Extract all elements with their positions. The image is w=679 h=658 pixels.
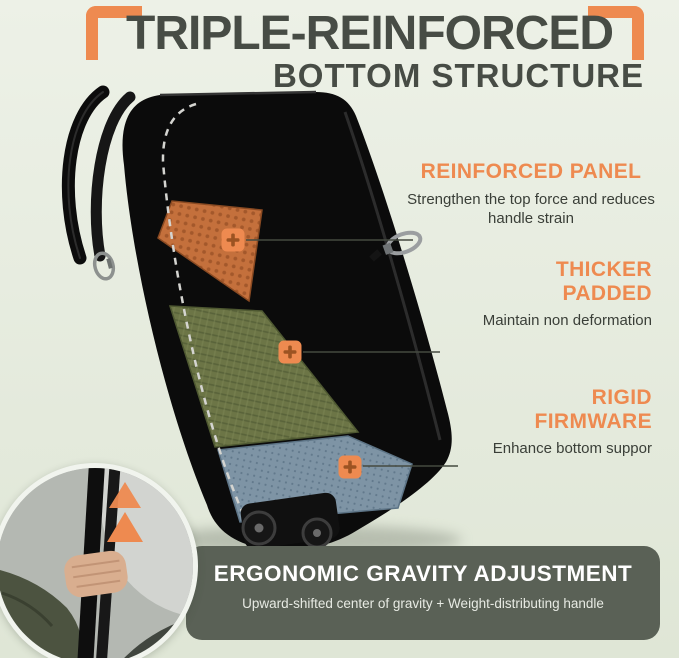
banner-subtitle: Upward-shifted center of gravity + Weigh… bbox=[242, 596, 604, 611]
corner-bracket-right-icon bbox=[588, 6, 644, 60]
layer-thicker-padded bbox=[168, 305, 360, 448]
callout-desc: Maintain non deformation bbox=[482, 312, 652, 330]
inset-photo-content bbox=[0, 468, 193, 658]
callout-title: REINFORCED PANEL bbox=[420, 160, 642, 183]
callout-title: THICKER PADDED bbox=[555, 258, 652, 305]
bottom-banner: ERGONOMIC GRAVITY ADJUSTMENT Upward-shif… bbox=[186, 546, 660, 640]
plus-marker-3-icon bbox=[338, 455, 362, 479]
bag-top-edge-highlight bbox=[159, 90, 317, 97]
page-title: TRIPLE-REINFORCED bbox=[126, 7, 614, 60]
callout-reinforced-panel: REINFORCED PANEL Strengthen the top forc… bbox=[402, 160, 660, 228]
bag-side-crease bbox=[343, 111, 442, 441]
callout-rigid-firmware: RIGID FIRMWARE Enhance bottom suppor bbox=[412, 386, 652, 458]
callout-desc: Strengthen the top force and reduces han… bbox=[407, 190, 655, 227]
plus-marker-2-icon bbox=[278, 340, 302, 364]
banner-title: ERGONOMIC GRAVITY ADJUSTMENT bbox=[213, 561, 633, 586]
shoulder-strap bbox=[61, 85, 136, 265]
page-subtitle: BOTTOM STRUCTURE bbox=[272, 57, 644, 94]
layer-reinforced-panel bbox=[157, 200, 263, 303]
corner-bracket-left-icon bbox=[86, 6, 142, 60]
up-arrow-icon bbox=[107, 482, 143, 542]
callout-thicker-padded: THICKER PADDED Maintain non deformation bbox=[412, 258, 652, 330]
side-carabiner-icon bbox=[369, 230, 423, 262]
strap-carabiner-icon bbox=[92, 251, 116, 281]
layer-rigid-firmware bbox=[217, 435, 413, 523]
wheels bbox=[240, 492, 340, 550]
photo-bag-fold bbox=[1, 591, 54, 627]
callout-title: RIGID FIRMWARE bbox=[534, 386, 652, 433]
plus-marker-1-icon bbox=[221, 228, 245, 252]
zipper bbox=[161, 102, 246, 517]
inset-photo-handle-grip bbox=[0, 463, 198, 658]
gripping-hand bbox=[64, 550, 128, 598]
callout-desc: Enhance bottom suppor bbox=[492, 440, 652, 458]
